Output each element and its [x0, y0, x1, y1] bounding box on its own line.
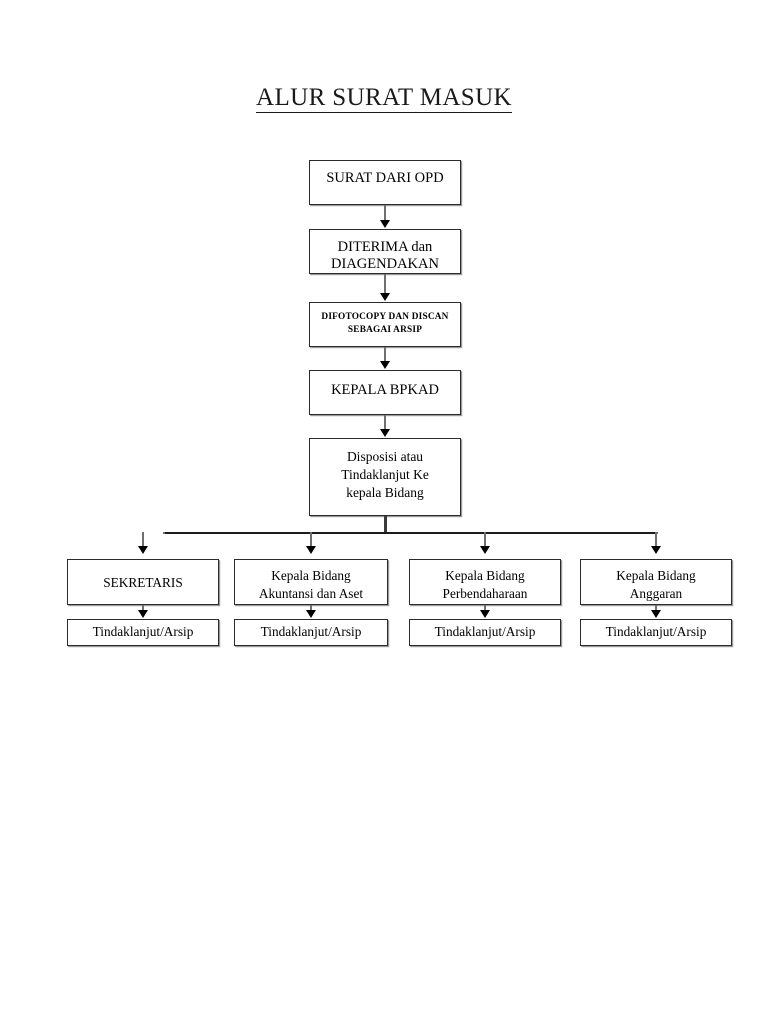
arrowhead-bus-to-sekretaris — [137, 546, 148, 554]
node-label: DIFOTOCOPY DAN DISCAN SEBAGAI ARSIP — [321, 312, 449, 335]
connector-kepala-to-disposisi — [384, 415, 386, 430]
connector-bus-to-sekretaris — [142, 532, 144, 547]
connector-bus-to-kabid-perbendaharaan — [484, 532, 486, 547]
connector-disposisi-to-bus — [384, 516, 387, 533]
node-kabid-anggaran[interactable]: Kepala Bidang Anggaran — [580, 559, 732, 605]
connector-fotocopy-to-kepala — [384, 347, 386, 362]
arrowhead-kabid-anggaran-to-leaf — [650, 610, 661, 618]
arrowhead-sekretaris-to-leaf — [137, 610, 148, 618]
node-label: Kepala Bidang Perbendaharaan — [442, 568, 528, 601]
node-kepala-bpkad[interactable]: KEPALA BPKAD — [309, 370, 461, 415]
arrowhead-kabid-akuntansi-aset-to-leaf — [305, 610, 316, 618]
distribution-bus — [163, 532, 658, 534]
connector-surat-to-diterima — [384, 205, 386, 221]
arrowhead-kepala-to-disposisi — [379, 429, 390, 437]
node-label: Tindaklanjut/Arsip — [260, 624, 362, 639]
node-kabid-perbendaharaan[interactable]: Kepala Bidang Perbendaharaan — [409, 559, 561, 605]
arrowhead-bus-to-kabid-perbendaharaan — [479, 546, 490, 554]
node-label: SEKRETARIS — [103, 575, 183, 590]
node-surat-dari-opd[interactable]: SURAT DARI OPD — [309, 160, 461, 205]
arrowhead-bus-to-kabid-anggaran — [650, 546, 661, 554]
node-label: Disposisi atau Tindaklanjut Ke kepala Bi… — [341, 449, 429, 500]
connector-kabid-anggaran-to-leaf — [655, 605, 657, 612]
arrowhead-diterima-to-fotocopy — [379, 293, 390, 301]
node-label: Kepala Bidang Akuntansi dan Aset — [258, 568, 364, 601]
node-label: SURAT DARI OPD — [326, 170, 444, 186]
arrowhead-bus-to-kabid-akuntansi-aset — [305, 546, 316, 554]
node-tindaklanjut-arsip-sekretaris[interactable]: Tindaklanjut/Arsip — [67, 619, 219, 646]
node-sekretaris[interactable]: SEKRETARIS — [67, 559, 219, 605]
connector-bus-to-kabid-akuntansi-aset — [310, 532, 312, 547]
bus-left-endcap — [163, 532, 165, 534]
node-label: Tindaklanjut/Arsip — [605, 624, 707, 639]
connector-bus-to-kabid-anggaran — [655, 532, 657, 547]
connector-kabid-perbendaharaan-to-leaf — [484, 605, 486, 612]
node-label: Tindaklanjut/Arsip — [434, 624, 536, 639]
node-label: Kepala Bidang Anggaran — [616, 568, 696, 601]
node-tindaklanjut-arsip-anggaran[interactable]: Tindaklanjut/Arsip — [580, 619, 732, 646]
arrowhead-fotocopy-to-kepala — [379, 361, 390, 369]
node-label: Tindaklanjut/Arsip — [92, 624, 194, 639]
connector-sekretaris-to-leaf — [142, 605, 144, 612]
bus-right-endcap — [656, 532, 658, 534]
page-title: ALUR SURAT MASUK — [0, 84, 768, 113]
node-difotocopy-dan-discan[interactable]: DIFOTOCOPY DAN DISCAN SEBAGAI ARSIP — [309, 302, 461, 347]
node-label: DITERIMA dan DIAGENDAKAN — [331, 239, 439, 273]
connector-diterima-to-fotocopy — [384, 274, 386, 294]
page-title-text: ALUR SURAT MASUK — [256, 84, 512, 113]
node-diterima-dan-diagendakan[interactable]: DITERIMA dan DIAGENDAKAN — [309, 229, 461, 274]
node-kabid-akuntansi-aset[interactable]: Kepala Bidang Akuntansi dan Aset — [234, 559, 388, 605]
arrowhead-kabid-perbendaharaan-to-leaf — [479, 610, 490, 618]
arrowhead-surat-to-diterima — [379, 220, 390, 228]
connector-kabid-akuntansi-aset-to-leaf — [310, 605, 312, 612]
node-tindaklanjut-arsip-akuntansi-aset[interactable]: Tindaklanjut/Arsip — [234, 619, 388, 646]
node-disposisi[interactable]: Disposisi atau Tindaklanjut Ke kepala Bi… — [309, 438, 461, 516]
node-label: KEPALA BPKAD — [331, 382, 439, 398]
node-tindaklanjut-arsip-perbendaharaan[interactable]: Tindaklanjut/Arsip — [409, 619, 561, 646]
